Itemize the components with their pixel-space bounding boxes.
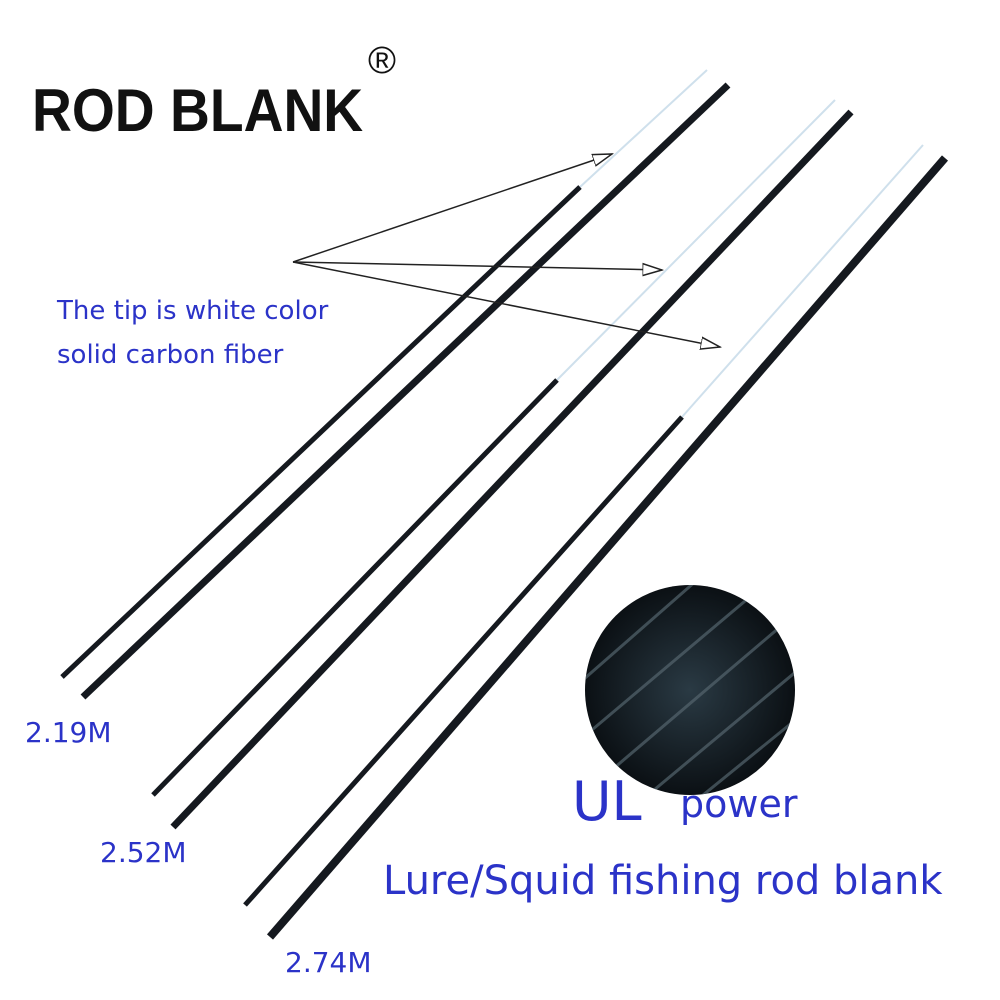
- rod-thin: [151, 378, 559, 797]
- callout-arrows: [292, 154, 720, 347]
- rod-white-tip: [681, 144, 924, 418]
- rod-pair-2-52m: [151, 99, 854, 830]
- product-description: Lure/Squid fishing rod blank: [383, 858, 943, 904]
- registered-mark: ®: [368, 40, 396, 82]
- closeup-detail: [585, 585, 795, 795]
- rod-white-tip: [579, 69, 708, 188]
- power-label: power: [680, 782, 798, 826]
- length-label-1: 2.19M: [25, 716, 112, 749]
- rod-thin: [60, 185, 582, 679]
- rod-thin: [243, 415, 684, 907]
- rod-thick: [80, 82, 731, 700]
- rod-thick: [266, 155, 949, 940]
- rod-thick: [170, 109, 854, 830]
- rod-pair-2-74m: [243, 144, 949, 940]
- tip-note-line2: solid carbon fiber: [57, 340, 284, 370]
- power-grade: UL: [572, 770, 642, 833]
- rod-pair-2-19m: [60, 69, 731, 700]
- tip-note-line1: The tip is white color: [57, 296, 329, 326]
- length-label-2: 2.52M: [100, 836, 187, 869]
- brand-title: ROD BLANK: [32, 77, 364, 144]
- rod-white-tip: [556, 99, 836, 381]
- length-label-3: 2.74M: [285, 946, 372, 979]
